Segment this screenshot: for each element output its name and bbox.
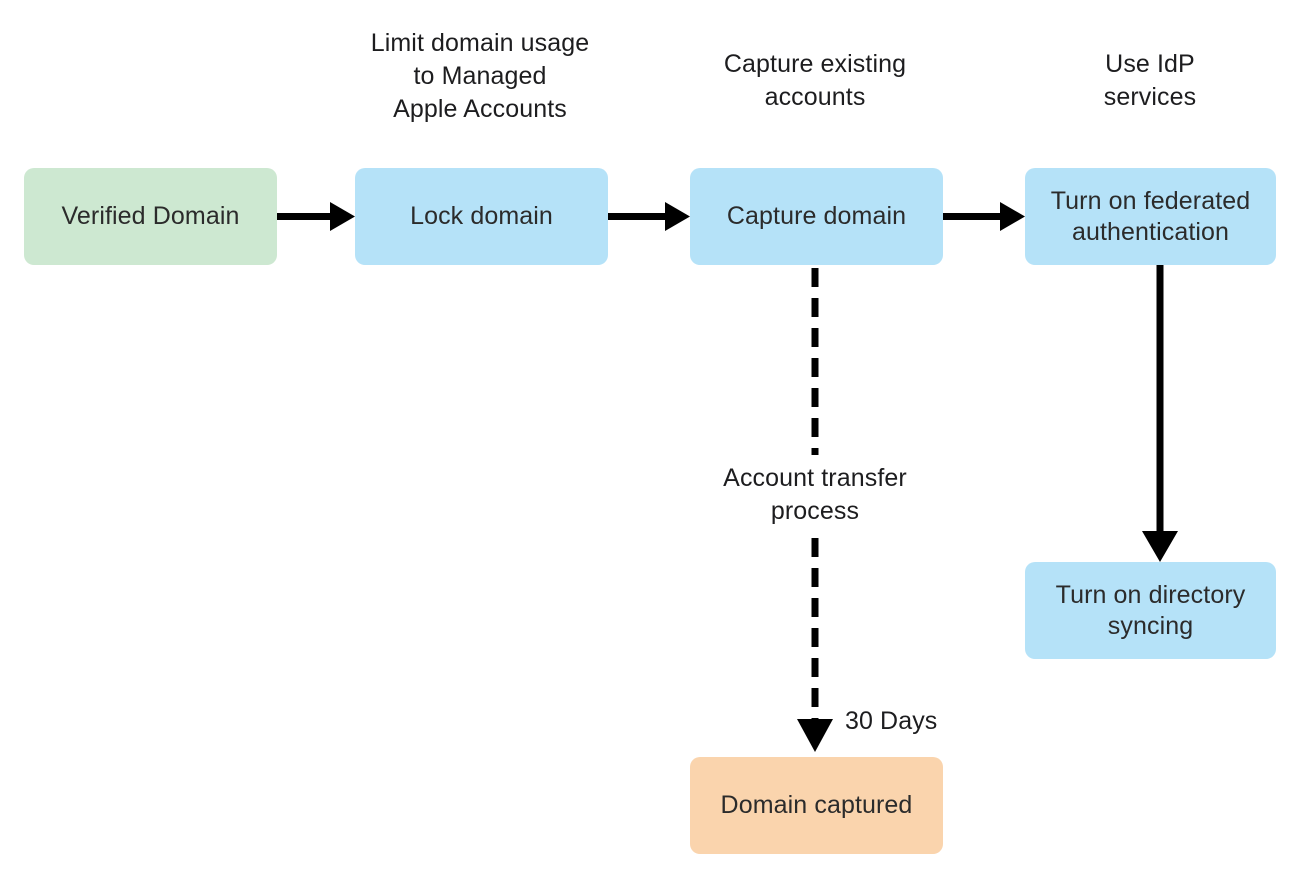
node-lock-domain[interactable]: Lock domain bbox=[355, 168, 608, 265]
node-domain-captured[interactable]: Domain captured bbox=[690, 757, 943, 854]
arrow-capture-to-federated bbox=[943, 202, 1025, 231]
arrow-federated-to-directory bbox=[1142, 265, 1178, 562]
edge-label-account-transfer-process: Account transfer process bbox=[723, 464, 907, 525]
node-turn-on-federated-authentication[interactable]: Turn on federated authentication bbox=[1025, 168, 1276, 265]
edge-label-30-days: 30 Days bbox=[845, 707, 938, 735]
caption-limit-domain-usage: Limit domain usage to Managed Apple Acco… bbox=[370, 29, 590, 123]
arrow-lock-to-capture bbox=[608, 202, 690, 231]
node-capture-domain[interactable]: Capture domain bbox=[690, 168, 943, 265]
arrow-verified-to-lock bbox=[277, 202, 355, 231]
node-turn-on-directory-syncing[interactable]: Turn on directory syncing bbox=[1025, 562, 1276, 659]
caption-capture-existing-accounts: Capture existing accounts bbox=[723, 50, 907, 111]
caption-use-idp-services: Use IdP services bbox=[1103, 50, 1197, 111]
node-verified-domain[interactable]: Verified Domain bbox=[24, 168, 277, 265]
